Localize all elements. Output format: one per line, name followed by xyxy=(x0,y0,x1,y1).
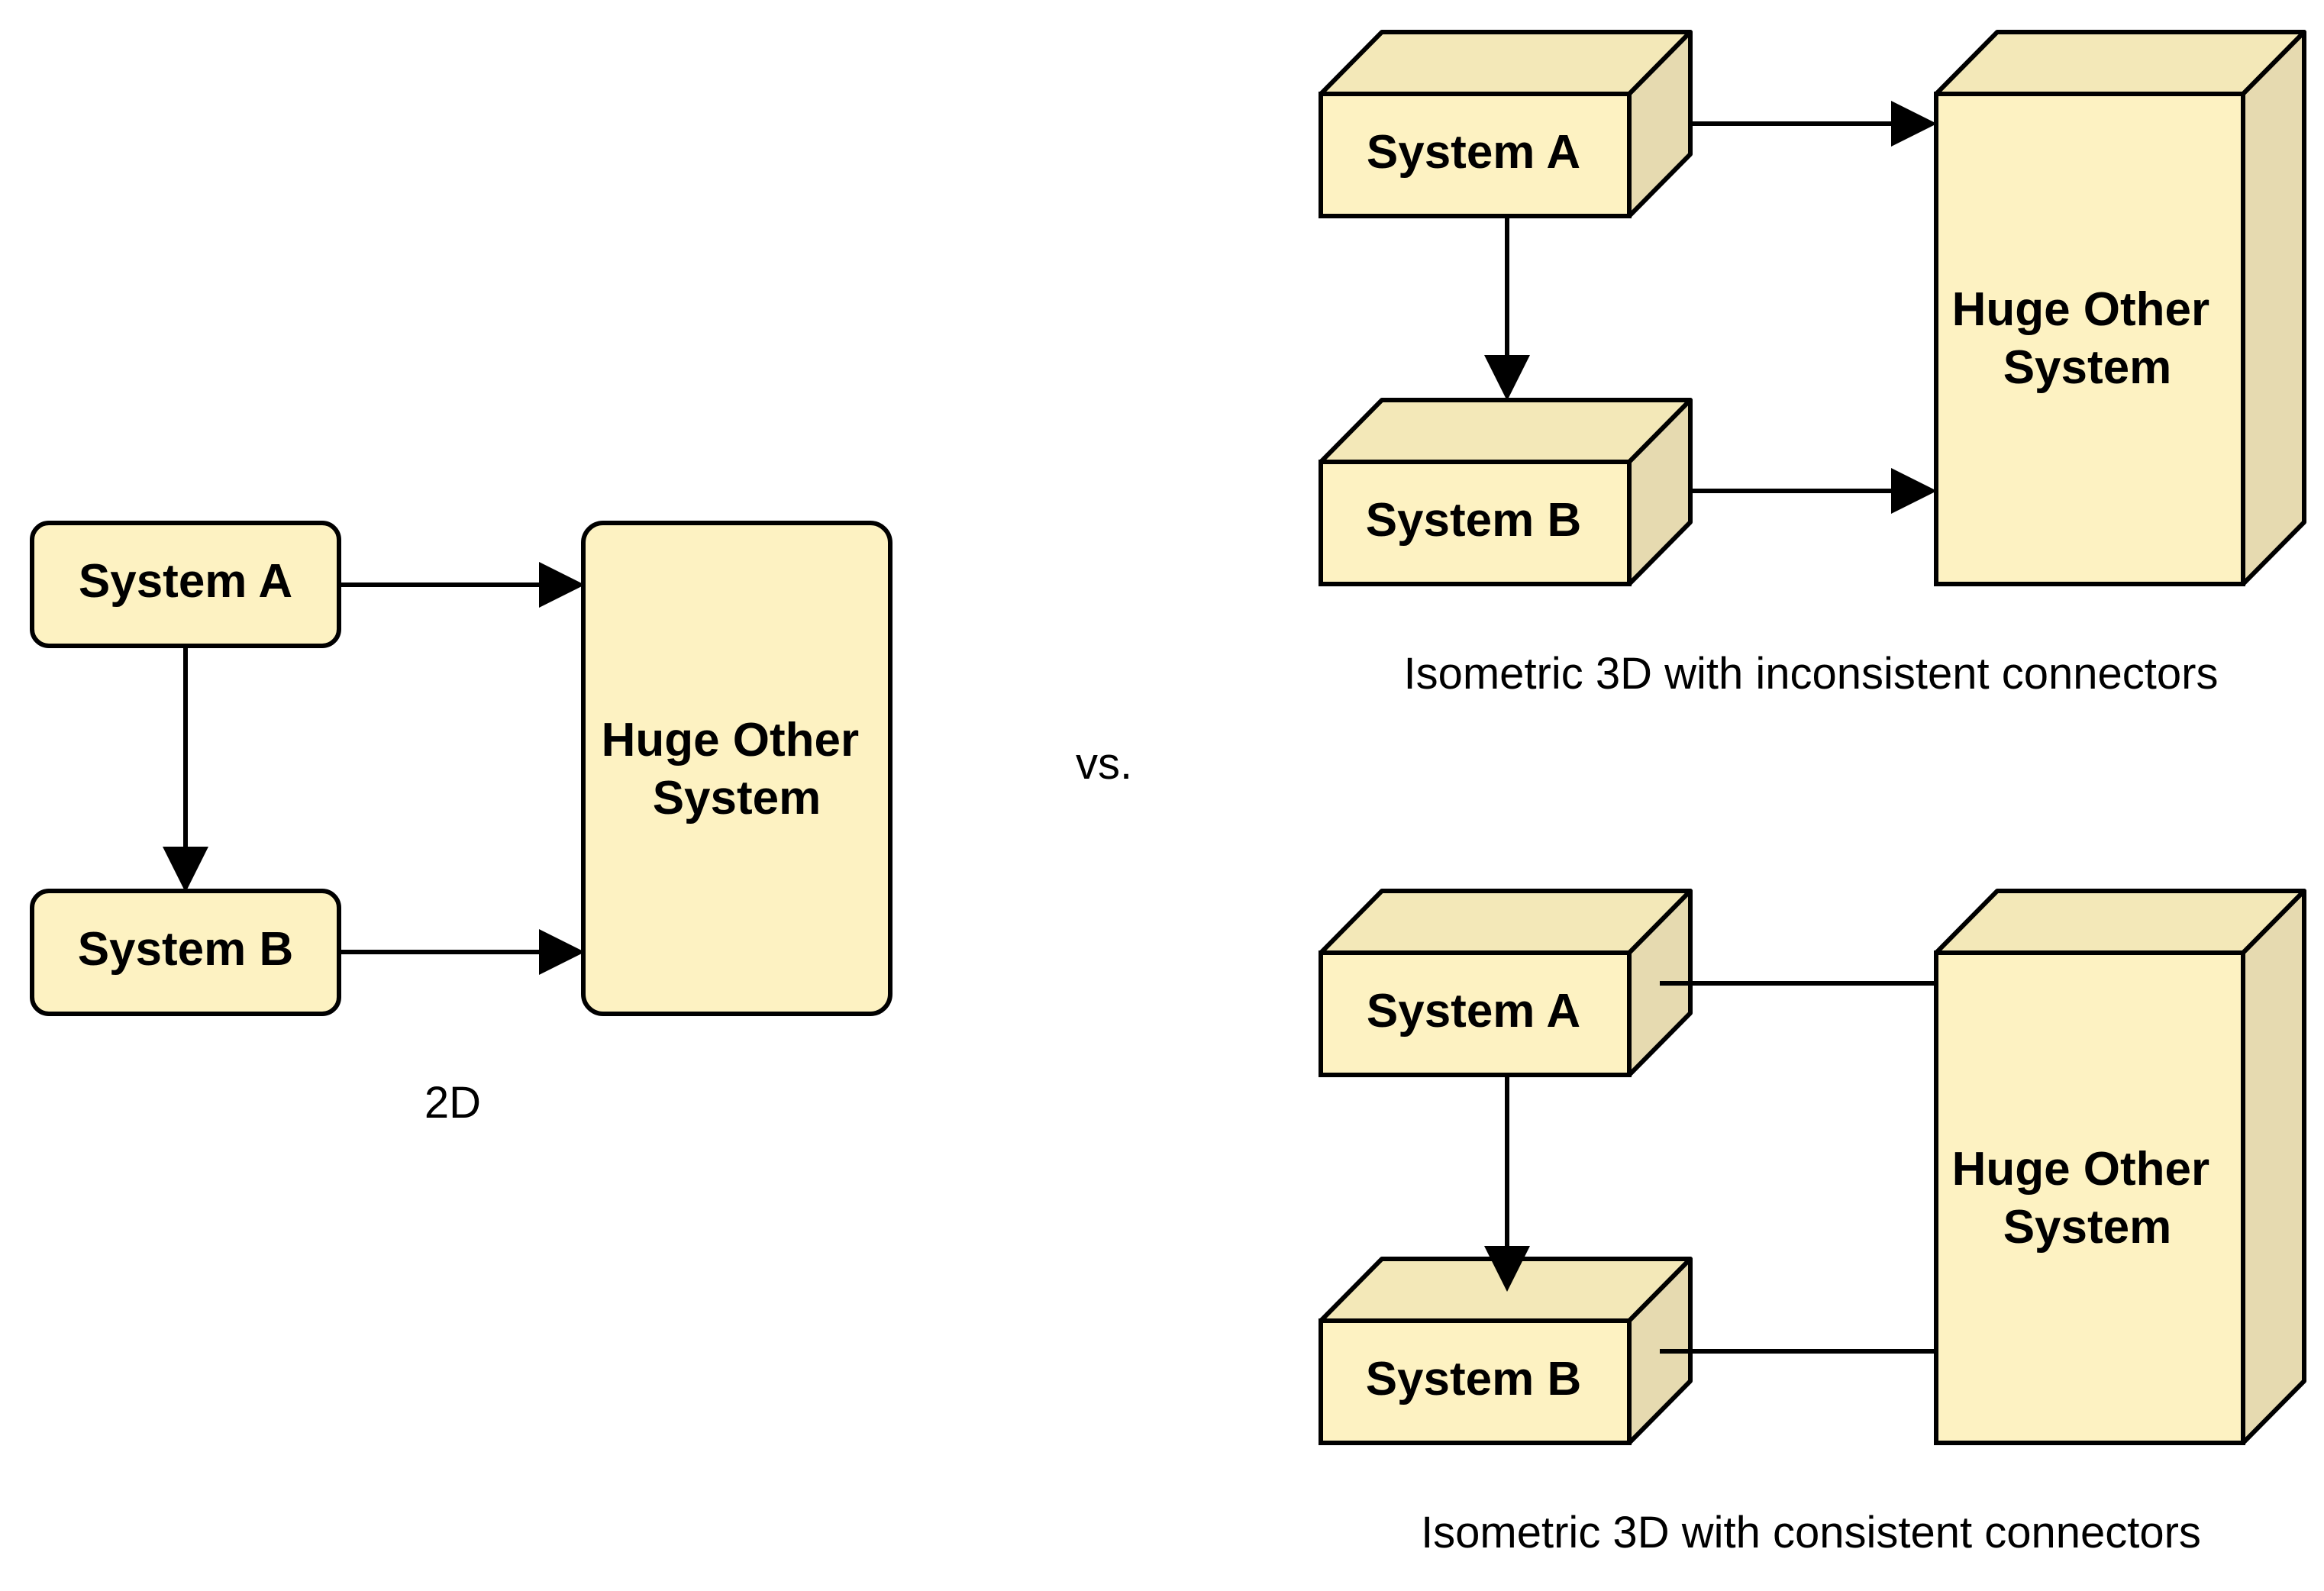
huge-other-system-side-face xyxy=(2241,889,2306,1445)
system-b-top-face xyxy=(1319,398,1693,464)
system-b-label: System B xyxy=(1366,1353,1582,1405)
system-a-label: System A xyxy=(1367,985,1580,1038)
system-a-label: System A xyxy=(79,555,292,608)
system-b-label: System B xyxy=(78,923,294,976)
huge-other-system-side-face xyxy=(2241,30,2306,586)
huge-other-system-front-face xyxy=(1934,92,2245,586)
caption-iso-inconsistent: Isometric 3D with inconsistent connector… xyxy=(1404,649,2219,699)
huge-other-system-label-line1: Huge Other xyxy=(602,714,860,766)
system-a-box xyxy=(30,521,341,648)
system-a-top-face xyxy=(1319,30,1693,96)
huge-other-system-label: Huge Other System xyxy=(1952,283,2223,394)
versus-label: vs. xyxy=(1076,739,1132,789)
panel-iso-inconsistent: System A System B Huge Other System Isom… xyxy=(1319,30,2306,699)
huge-other-system-front-face xyxy=(1934,950,2245,1445)
huge-other-system-label-line2: System xyxy=(2003,341,2172,394)
huge-other-system-box xyxy=(581,521,892,1016)
system-a-front-face xyxy=(1319,950,1632,1077)
huge-other-system-top-face xyxy=(1934,889,2306,955)
huge-other-system-label: Huge Other System xyxy=(1952,1143,2223,1254)
huge-other-system-label-line2: System xyxy=(2003,1201,2172,1254)
system-b-label: System B xyxy=(1366,494,1582,547)
huge-other-system-label-line1: Huge Other xyxy=(1952,283,2210,336)
system-a-front-face xyxy=(1319,92,1632,218)
system-a-top-face xyxy=(1319,889,1693,955)
huge-other-system-top-face xyxy=(1934,30,2306,96)
huge-other-system-label: Huge Other System xyxy=(602,714,873,825)
huge-other-system-label-line2: System xyxy=(653,772,821,825)
system-b-front-face xyxy=(1319,1318,1632,1445)
system-b-front-face xyxy=(1319,460,1632,586)
huge-other-system-label-line1: Huge Other xyxy=(1952,1143,2210,1196)
panel-iso-consistent: System A System B Huge Other System Isom… xyxy=(1319,889,2306,1557)
panel-2d: System A System B Huge Other System 2D xyxy=(30,521,892,1128)
caption-2d: 2D xyxy=(424,1078,481,1128)
system-a-label: System A xyxy=(1367,126,1580,179)
caption-iso-consistent: Isometric 3D with consistent connectors xyxy=(1421,1508,2201,1557)
